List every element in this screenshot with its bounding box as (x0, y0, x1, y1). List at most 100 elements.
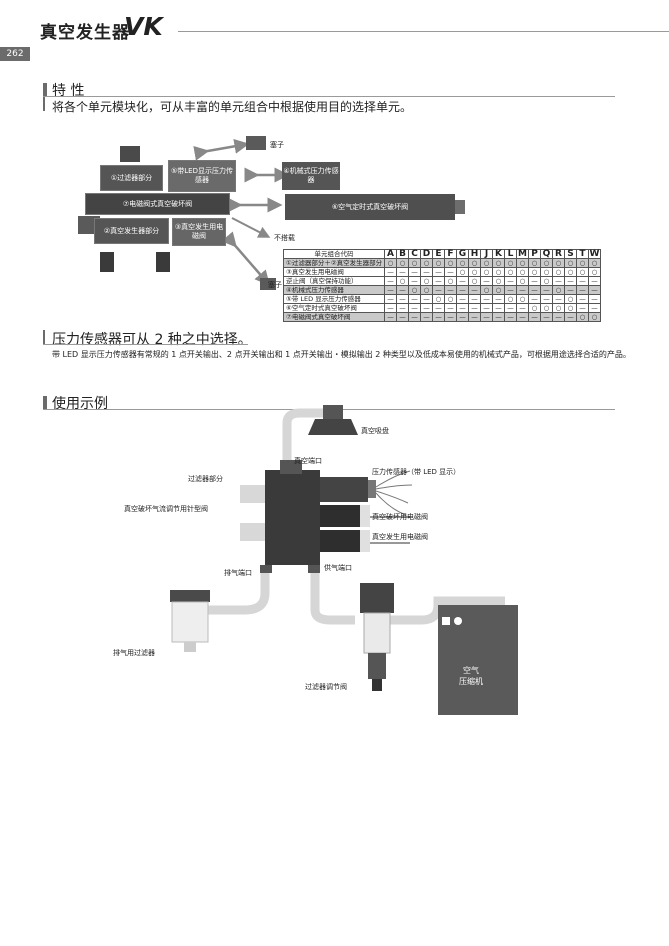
table-cell: — (588, 294, 601, 304)
code-header: P (528, 249, 541, 259)
table-cell: — (396, 312, 409, 322)
plug-top-label: 塞子 (270, 141, 284, 149)
table-row: ⑤带 LED 显示压力传感器————○○————○○———○—— (283, 294, 601, 304)
table-row: ⑦电磁阀式真空破坏阀————————————————○○ (283, 312, 601, 322)
table-cell: — (384, 267, 397, 277)
section-rule (43, 96, 615, 97)
table-cell: — (384, 276, 397, 286)
table-cell: ○ (516, 267, 529, 277)
features-heading: 特 性 (52, 83, 85, 99)
table-cell: — (456, 285, 469, 295)
table-cell: — (408, 276, 421, 286)
code-header: Q (540, 249, 553, 259)
table-cell: — (492, 303, 505, 313)
table-cell: — (456, 312, 469, 322)
table-cell: ○ (588, 267, 601, 277)
series-name: VK (124, 12, 163, 41)
table-cell: — (480, 312, 493, 322)
table-cell: ○ (528, 267, 541, 277)
table-cell: — (564, 312, 577, 322)
table-cell: ○ (468, 276, 481, 286)
table-cell: — (552, 294, 565, 304)
usage-heading: 使用示例 (52, 396, 108, 412)
table-row: 逆止阀（真空保持功能）—○—○—○—○—○—○—○———— (283, 276, 601, 286)
table-cell: ○ (432, 258, 445, 268)
code-header: R (552, 249, 565, 259)
plug-bottom-label: 塞子 (268, 281, 282, 289)
table-cell: — (444, 303, 457, 313)
table-cell: — (564, 285, 577, 295)
unit-air-break: ⑥空气定时式真空破坏阀 (331, 202, 409, 211)
code-header: T (576, 249, 589, 259)
label-supply-port: 供气端口 (324, 564, 352, 572)
code-header: D (420, 249, 433, 259)
table-cell: — (468, 303, 481, 313)
table-cell: ○ (552, 267, 565, 277)
code-header: E (432, 249, 445, 259)
table-cell: ○ (444, 294, 457, 304)
table-cell: ○ (516, 258, 529, 268)
table-cell: ○ (516, 276, 529, 286)
table-cell: — (480, 303, 493, 313)
section-marker (43, 330, 45, 344)
table-cell: ○ (504, 294, 517, 304)
table-cell: ○ (540, 276, 553, 286)
table-cell: — (540, 285, 553, 295)
table-cell: ○ (552, 285, 565, 295)
table-cell: — (444, 312, 457, 322)
table-cell: — (552, 276, 565, 286)
table-cell: ○ (552, 303, 565, 313)
table-cell: — (516, 303, 529, 313)
unit-gen-valve: ③真空发生用电磁阀 (172, 218, 226, 246)
table-cell: ○ (564, 294, 577, 304)
page-number: 262 (0, 47, 30, 61)
label-exhaust-filter: 排气用过滤器 (113, 649, 155, 657)
code-header: H (468, 249, 481, 259)
table-cell: ○ (528, 303, 541, 313)
table-cell: ○ (480, 258, 493, 268)
row-name: ③真空发生用电磁阀 (283, 267, 385, 277)
table-cell: — (516, 285, 529, 295)
table-cell: — (516, 312, 529, 322)
label-exhaust-port: 排气端口 (224, 569, 252, 577)
table-cell: ○ (492, 267, 505, 277)
unit-filter: ①过滤器部分 (100, 165, 163, 191)
table-cell: — (576, 285, 589, 295)
table-cell: — (564, 276, 577, 286)
section-marker (43, 396, 47, 410)
table-cell: — (420, 294, 433, 304)
table-cell: — (480, 294, 493, 304)
table-cell: — (408, 303, 421, 313)
table-cell: ○ (492, 258, 505, 268)
table-cell: ○ (576, 267, 589, 277)
row-name: ⑦电磁阀式真空破坏阀 (283, 312, 385, 322)
table-cell: — (396, 303, 409, 313)
table-cell: ○ (408, 258, 421, 268)
table-cell: ○ (456, 258, 469, 268)
table-cell: ○ (540, 258, 553, 268)
table-cell: ○ (420, 258, 433, 268)
section-rule (43, 344, 248, 345)
table-cell: — (420, 312, 433, 322)
table-cell: — (396, 294, 409, 304)
table-cell: ○ (420, 285, 433, 295)
table-cell: — (528, 312, 541, 322)
table-cell: ○ (564, 258, 577, 268)
code-header: C (408, 249, 421, 259)
table-cell: ○ (468, 258, 481, 268)
code-header: G (456, 249, 469, 259)
label-break-valve: 真空破坏用电磁阀 (372, 513, 428, 521)
table-cell: ○ (540, 267, 553, 277)
table-cell: — (504, 312, 517, 322)
table-cell: ○ (408, 285, 421, 295)
table-cell: ○ (552, 258, 565, 268)
label-gen-valve: 真空发生用电磁阀 (372, 533, 428, 541)
table-cell: — (552, 312, 565, 322)
table-cell: — (396, 267, 409, 277)
table-cell: — (432, 267, 445, 277)
table-cell: ○ (564, 267, 577, 277)
table-cell: — (492, 294, 505, 304)
table-cell: ○ (396, 258, 409, 268)
table-cell: — (420, 267, 433, 277)
